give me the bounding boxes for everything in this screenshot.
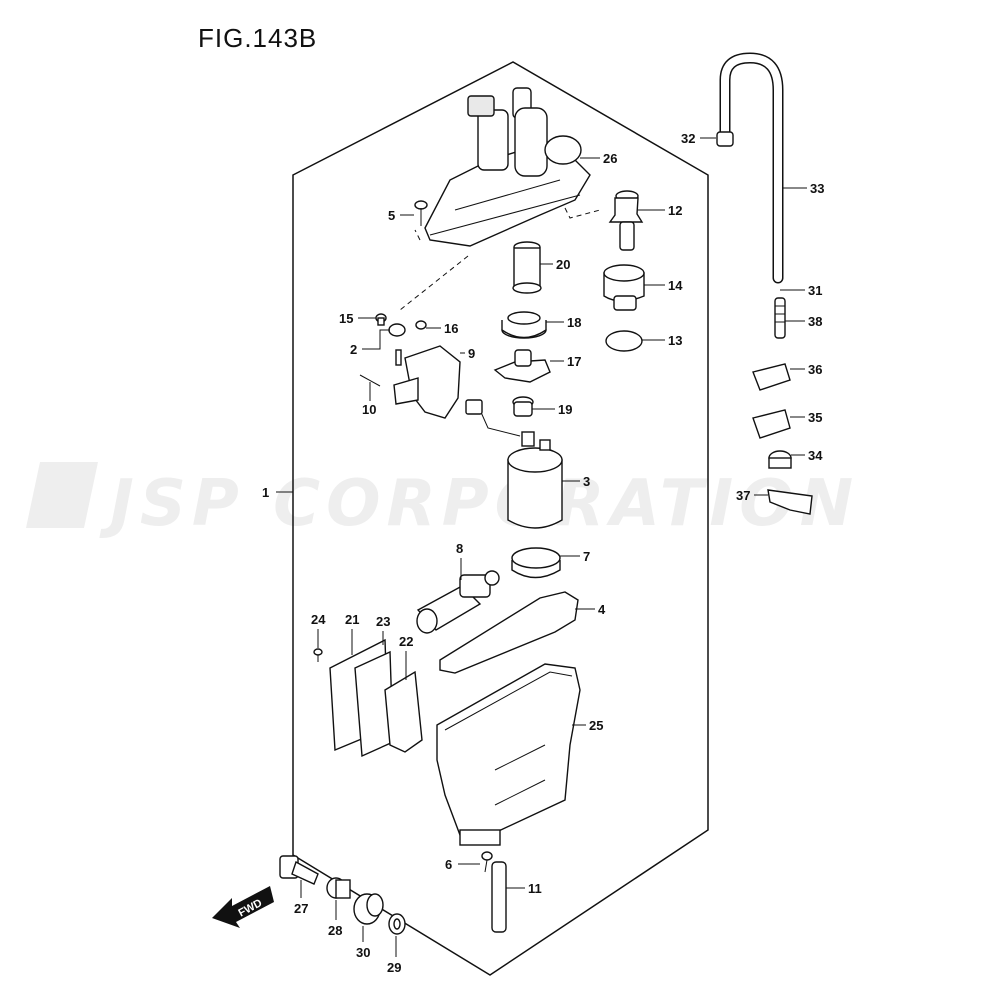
figure-title: FIG.143B [198, 23, 317, 53]
callout-20: 20 [556, 257, 570, 272]
callout-5: 5 [388, 208, 395, 223]
callout-17: 17 [567, 354, 581, 369]
part-8-strainer [416, 570, 500, 634]
part-29-washer [388, 913, 406, 935]
callout-32: 32 [681, 131, 695, 146]
part-10-pin [359, 374, 381, 387]
callout-14: 14 [668, 278, 683, 293]
callout-9: 9 [468, 346, 475, 361]
callout-8: 8 [456, 541, 463, 556]
part-38-fitting [774, 297, 786, 339]
callout-1: 1 [262, 485, 269, 500]
callout-30: 30 [356, 945, 370, 960]
part-3-fuel-pump [465, 399, 563, 529]
callout-24: 24 [311, 612, 326, 627]
part-35-clamp [752, 409, 791, 439]
part-12-regulator [608, 190, 644, 251]
part-36-clamp [752, 363, 791, 391]
part-34-grommet [768, 450, 792, 469]
callout-11: 11 [528, 881, 542, 896]
callout-16: 16 [444, 321, 458, 336]
part-37-clip [767, 489, 813, 515]
part-6-screw [481, 851, 493, 873]
part-18-bracket [501, 311, 547, 339]
fwd-arrow-icon: FWD [212, 886, 274, 928]
part-9-cover [393, 345, 461, 419]
part-26-cover [424, 87, 591, 247]
callout-labels: 1234567891011121314151617181920212223242… [262, 131, 824, 975]
assembly-outline [292, 61, 709, 976]
part-17-holder [493, 349, 551, 383]
callout-3: 3 [583, 474, 590, 489]
part-19-grommet [512, 396, 534, 417]
watermark-logo-icon [26, 462, 98, 528]
watermark-text: JSP CORPORATION [99, 467, 859, 541]
part-32-clip [716, 131, 734, 147]
part-20-filter [512, 241, 542, 294]
callout-36: 36 [808, 362, 822, 377]
callout-19: 19 [558, 402, 572, 417]
part-22-seal [384, 670, 423, 753]
part-13-o-ring [605, 330, 643, 352]
callout-23: 23 [376, 614, 390, 629]
callout-33: 33 [810, 181, 824, 196]
callout-38: 38 [808, 314, 822, 329]
part-28-collar [326, 877, 351, 899]
watermark: JSP CORPORATION [26, 462, 859, 541]
part-2-grommet [388, 323, 406, 366]
fwd-arrow-text: FWD [236, 897, 264, 919]
part-14-housing [603, 264, 645, 311]
part-25-chamber [436, 663, 581, 846]
part-24-screw [313, 648, 323, 662]
callout-10: 10 [362, 402, 376, 417]
leader-line-2 [362, 329, 390, 350]
part-5-screw [414, 200, 428, 226]
part-16-bolt [415, 320, 427, 330]
callout-37: 37 [736, 488, 750, 503]
callout-21: 21 [345, 612, 359, 627]
callout-27: 27 [294, 901, 308, 916]
callout-6: 6 [445, 857, 452, 872]
callout-25: 25 [589, 718, 603, 733]
callout-34: 34 [808, 448, 823, 463]
callout-15: 15 [339, 311, 353, 326]
callout-29: 29 [387, 960, 401, 975]
part-30-grommet [353, 893, 384, 925]
callout-18: 18 [567, 315, 581, 330]
part-27-bolt [279, 855, 319, 885]
part-33-hose [719, 52, 784, 284]
part-7-cap [511, 547, 561, 579]
callout-2: 2 [350, 342, 357, 357]
callout-35: 35 [808, 410, 822, 425]
part-11-pipe [491, 861, 507, 933]
callout-31: 31 [808, 283, 822, 298]
leader-lines [276, 137, 807, 957]
callout-26: 26 [603, 151, 617, 166]
callout-28: 28 [328, 923, 342, 938]
part-15-bolt [375, 313, 387, 326]
callout-12: 12 [668, 203, 682, 218]
callout-7: 7 [583, 549, 590, 564]
part-4-gasket [439, 591, 579, 674]
callout-13: 13 [668, 333, 682, 348]
callout-22: 22 [399, 634, 413, 649]
callout-4: 4 [598, 602, 606, 617]
